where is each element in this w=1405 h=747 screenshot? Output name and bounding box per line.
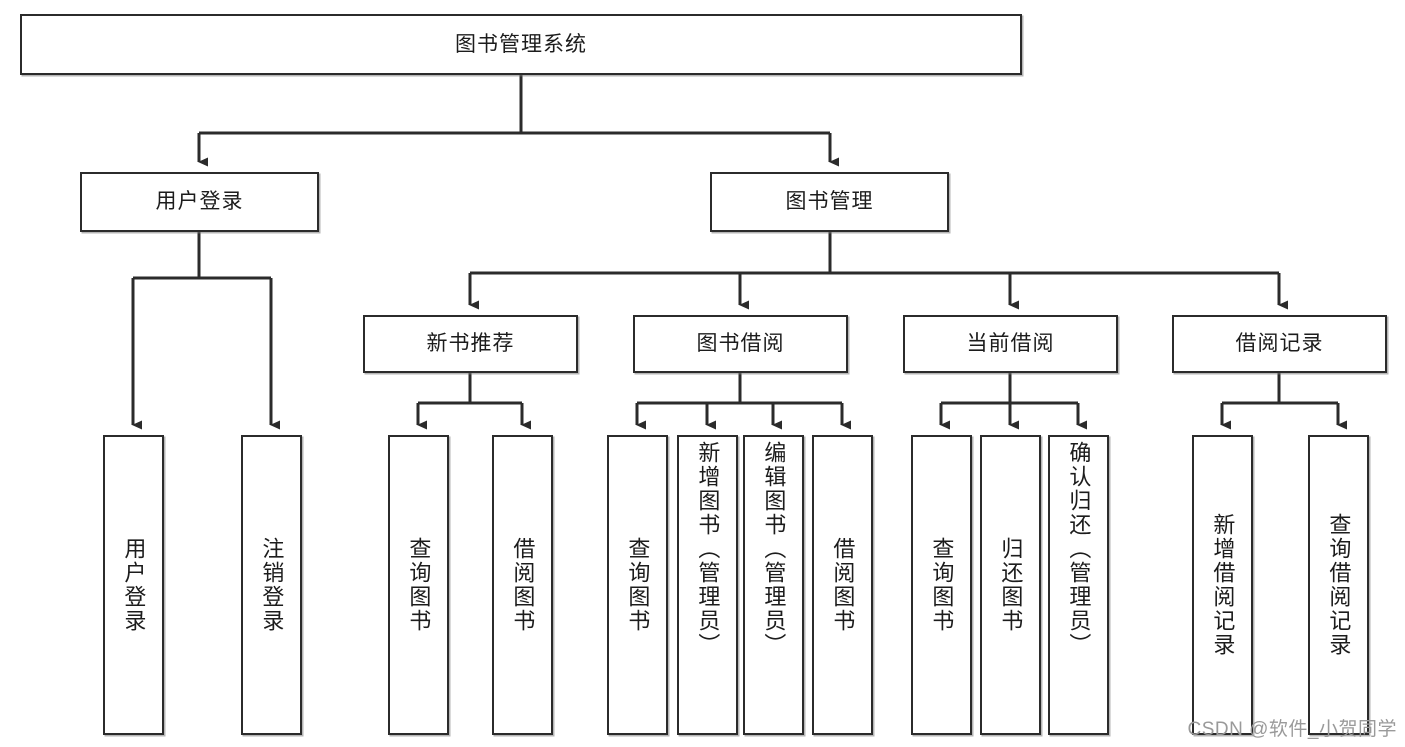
node-new-book-recommend-label: 新书推荐 xyxy=(426,332,515,356)
node-current-borrow[interactable]: 当前借阅 xyxy=(903,315,1118,373)
leaf-book-borrow-add[interactable]: 新增图书（管理员） xyxy=(677,435,738,735)
leaf-new-book-borrow[interactable]: 借阅图书 xyxy=(492,435,553,735)
leaf-book-borrow-borrow-label: 借阅图书 xyxy=(830,537,856,633)
leaf-user-login-logout[interactable]: 注销登录 xyxy=(241,435,302,735)
leaf-user-login-logout-label: 注销登录 xyxy=(259,537,285,633)
leaf-current-borrow-query[interactable]: 查询图书 xyxy=(911,435,972,735)
leaf-book-borrow-borrow[interactable]: 借阅图书 xyxy=(812,435,873,735)
leaf-current-borrow-confirm-label: 确认归还（管理员） xyxy=(1066,441,1092,657)
leaf-borrow-record-query[interactable]: 查询借阅记录 xyxy=(1308,435,1369,735)
node-root-label: 图书管理系统 xyxy=(455,32,587,56)
node-borrow-record-label: 借阅记录 xyxy=(1235,332,1324,356)
leaf-current-borrow-return[interactable]: 归还图书 xyxy=(980,435,1041,735)
leaf-book-borrow-add-label: 新增图书（管理员） xyxy=(695,441,721,657)
leaf-borrow-record-add-label: 新增借阅记录 xyxy=(1210,513,1236,657)
node-user-login[interactable]: 用户登录 xyxy=(80,172,319,232)
node-book-management[interactable]: 图书管理 xyxy=(710,172,949,232)
node-root-book-management-system[interactable]: 图书管理系统 xyxy=(20,14,1022,75)
leaf-book-borrow-edit-label: 编辑图书（管理员） xyxy=(761,441,787,657)
node-borrow-record[interactable]: 借阅记录 xyxy=(1172,315,1387,373)
leaf-user-login-login-label: 用户登录 xyxy=(121,537,147,633)
leaf-current-borrow-return-label: 归还图书 xyxy=(998,537,1024,633)
node-user-login-label: 用户登录 xyxy=(155,190,244,214)
node-book-borrow-label: 图书借阅 xyxy=(696,332,785,356)
leaf-book-borrow-query-label: 查询图书 xyxy=(625,537,651,633)
leaf-new-book-query[interactable]: 查询图书 xyxy=(388,435,449,735)
node-current-borrow-label: 当前借阅 xyxy=(966,332,1055,356)
leaf-borrow-record-query-label: 查询借阅记录 xyxy=(1326,513,1352,657)
leaf-borrow-record-add[interactable]: 新增借阅记录 xyxy=(1192,435,1253,735)
leaf-current-borrow-query-label: 查询图书 xyxy=(929,537,955,633)
leaf-book-borrow-query[interactable]: 查询图书 xyxy=(607,435,668,735)
node-new-book-recommend[interactable]: 新书推荐 xyxy=(363,315,578,373)
leaf-book-borrow-edit[interactable]: 编辑图书（管理员） xyxy=(743,435,804,735)
node-book-borrow[interactable]: 图书借阅 xyxy=(633,315,848,373)
leaf-new-book-borrow-label: 借阅图书 xyxy=(510,537,536,633)
leaf-current-borrow-confirm[interactable]: 确认归还（管理员） xyxy=(1048,435,1109,735)
node-book-management-label: 图书管理 xyxy=(785,190,874,214)
leaf-new-book-query-label: 查询图书 xyxy=(406,537,432,633)
leaf-user-login-login[interactable]: 用户登录 xyxy=(103,435,164,735)
